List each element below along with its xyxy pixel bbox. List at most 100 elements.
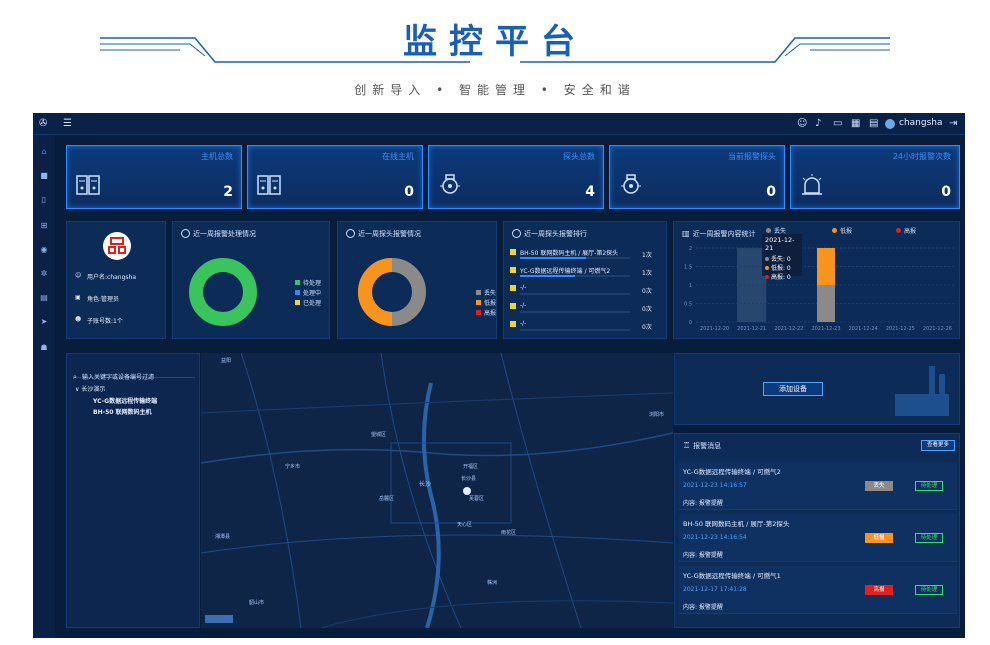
document-icon[interactable]: ▤ [869, 118, 879, 129]
profile-subaccount-icon: ☻ [75, 316, 82, 323]
legend-item: 高报 [476, 308, 496, 317]
rank-name: -/- [520, 284, 527, 291]
alert-device: YC-G数据远程传输终端 / 可燃气2 [683, 468, 781, 476]
panel-title: ▥近一周报警内容统计 [682, 229, 756, 239]
alarm-icon [802, 174, 822, 195]
tree-node[interactable]: BH-50 联网数码主机 [93, 409, 152, 416]
alert-content: 内容: 报警提醒 [683, 500, 723, 507]
alert-device: BH-50 联网数码主机 / 展厅-第2探头 [683, 520, 790, 528]
rank-bar-fill [520, 257, 586, 259]
rank-bar-fill [520, 275, 575, 277]
x-tick-label: 2021-12-21 [737, 326, 766, 332]
sidebar-home-icon[interactable]: ⌂ [41, 147, 47, 156]
sidebar-monitor-icon[interactable]: ◉ [40, 245, 48, 254]
alert-content: 内容: 报警提醒 [683, 552, 723, 559]
y-tick-label: 1.5 [684, 265, 692, 271]
factory-icon [895, 366, 949, 416]
bell-icon: ♖ [683, 441, 691, 450]
x-tick-label: 2021-12-22 [774, 326, 803, 332]
search-icon: ⌕ [73, 373, 77, 381]
stat-label: 主机总数 [201, 152, 233, 161]
map-label: 望城区 [371, 432, 387, 438]
sidebar-users-icon[interactable]: ☗ [40, 343, 48, 352]
tooltip-line: 丢失: 0 [765, 254, 799, 263]
bar-低报 [817, 248, 835, 285]
sidebar-send-icon[interactable]: ➤ [40, 317, 48, 326]
alert-action-button[interactable]: 待处理 [915, 533, 943, 543]
tooltip-line: 高报: 0 [765, 272, 799, 281]
sidebar-probe-icon[interactable]: ▯ [41, 195, 47, 204]
alert-item[interactable]: YC-G数据远程传输终端 / 可燃气2 2021-12-23 14:16:57 … [679, 462, 957, 510]
panel-title-icon [346, 229, 355, 238]
profile-subaccounts: 子账号数:1个 [87, 318, 123, 325]
alert-item[interactable]: YC-G数据远程传输终端 / 可燃气1 2021-12-17 17:41:28 … [679, 566, 957, 614]
menu-toggle-icon[interactable]: ☰ [63, 118, 72, 129]
stat-card-alarm-probes: 当前报警探头 0 [609, 145, 785, 209]
legend-item: 高报 [896, 226, 916, 235]
map-label: 湘潭县 [215, 534, 231, 540]
add-device-button[interactable]: 添加设备 [763, 382, 823, 396]
qrcode-icon[interactable]: ▦ [851, 118, 861, 129]
rank-name: BH-50 联网数码主机 / 展厅-第2探头 [520, 250, 619, 257]
probe-icon [621, 174, 641, 194]
sidebar-settings-icon[interactable]: ✲ [40, 269, 48, 278]
panel-title: 近一周报警处理情况 [181, 229, 256, 239]
stat-card-probes: 探头总数 4 [428, 145, 604, 209]
alert-action-button[interactable]: 待处理 [915, 585, 943, 595]
rank-count: 1次 [642, 270, 652, 277]
stat-label: 探头总数 [563, 152, 595, 161]
stat-label: 24小时报警次数 [892, 152, 951, 161]
logout-icon[interactable]: ⇥ [949, 118, 958, 129]
search-input[interactable]: 输入关键字或设备编号过滤 [82, 374, 155, 381]
y-tick-label: 0.5 [684, 302, 692, 308]
rank-bar-track [520, 275, 630, 277]
user-icon[interactable]: ☺ [797, 118, 808, 129]
avatar [103, 232, 131, 260]
legend-item: 已处理 [295, 298, 321, 307]
rank-count: 1次 [642, 252, 652, 259]
map-label: 雨花区 [501, 530, 517, 536]
tree-root[interactable]: ∨ 长沙演示 [75, 386, 106, 393]
add-device-panel: 添加设备 [674, 353, 960, 425]
legend-item: 低报 [476, 298, 496, 307]
stat-card-online: 在线主机 0 [247, 145, 423, 209]
view-more-button[interactable]: 查看更多 [921, 440, 955, 451]
alert-action-button[interactable]: 待处理 [915, 481, 943, 491]
sidebar-grid-icon[interactable]: ⊞ [40, 221, 48, 230]
rank-marker [510, 321, 516, 327]
y-tick-label: 1 [689, 283, 692, 289]
panel-title-icon [181, 229, 190, 238]
handling-panel: 近一周报警处理情况 待处理 处理中 已处理 [172, 221, 330, 339]
location-marker[interactable] [463, 487, 471, 495]
tree-node[interactable]: YC-G数据远程传输终端 [93, 398, 158, 405]
handling-donut [189, 258, 257, 326]
logo-icon: ✇ [39, 118, 48, 129]
panel-title-icon [512, 229, 521, 238]
probe-panel: 近一周探头报警情况 丢失 低报 高报 [337, 221, 497, 339]
message-icon[interactable]: ▭ [833, 118, 843, 129]
map-label: 芙蓉区 [469, 496, 485, 502]
tree-search-box[interactable]: ⌕ 输入关键字或设备编号过滤 [73, 364, 195, 381]
legend-item: 丢失 [476, 288, 496, 297]
alert-item[interactable]: BH-50 联网数码主机 / 展厅-第2探头 2021-12-23 14:16:… [679, 514, 957, 562]
map-label: 株洲 [487, 580, 498, 586]
stat-value: 0 [941, 184, 951, 200]
sidebar-device-icon[interactable]: ■ [40, 171, 48, 180]
sidebar-list-icon[interactable]: ▤ [40, 293, 48, 302]
avatar[interactable] [885, 119, 895, 129]
profile-panel: ☺ 用户名:changsha ▣ 角色:管理员 ☻ 子账号数:1个 [66, 221, 166, 339]
host-icon [76, 175, 100, 195]
panel-title-text: 近一周报警内容统计 [692, 230, 756, 238]
app-window: ✇ ☰ ☺ ♪ ▭ ▦ ▤ changsha ⇥ ⌂ ■ ▯ ⊞ ◉ ✲ ▤ ➤… [33, 113, 965, 638]
sound-icon[interactable]: ♪ [815, 118, 822, 129]
legend-item: 处理中 [295, 288, 321, 297]
map-label: 开福区 [463, 464, 479, 470]
profile-role: 角色:管理员 [87, 296, 120, 303]
profile-role-icon: ▣ [75, 294, 81, 301]
map-label: 岳麓区 [379, 496, 395, 502]
map-view[interactable]: 益阳 长沙 望城区 岳麓区 开福区 芙蓉区 天心区 雨花区 长沙县 宁乡市 浏阳… [201, 353, 673, 628]
panel-title-text: 近一周探头报警排行 [524, 230, 587, 238]
map-label: 天心区 [457, 522, 473, 528]
header-decoration [100, 37, 890, 63]
profile-user-icon: ☺ [75, 272, 82, 279]
